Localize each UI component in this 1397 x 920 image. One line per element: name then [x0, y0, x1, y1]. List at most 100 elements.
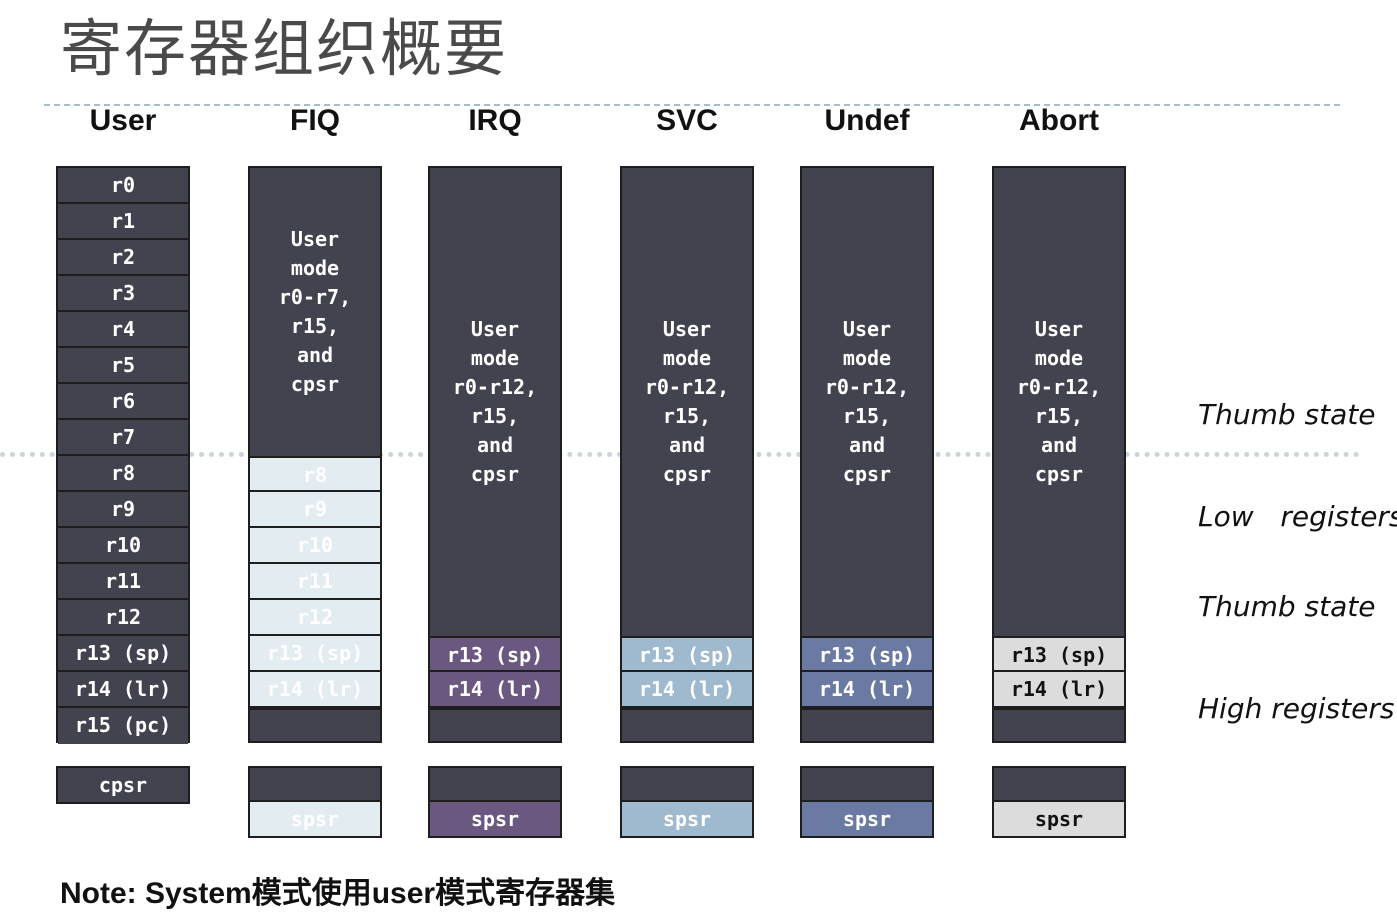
title-divider — [44, 104, 1340, 106]
register-cell: r7 — [58, 420, 188, 456]
psr-box-svc: spsr — [620, 766, 754, 838]
register-cell: r11 — [58, 564, 188, 600]
shared-pc-cell — [994, 708, 1124, 744]
banner-line: mode — [842, 346, 892, 370]
banner-line: cpsr — [842, 462, 892, 486]
banked-register-cell: r13 (sp) — [250, 636, 380, 672]
banked-register-cell: r13 (sp) — [430, 636, 560, 672]
banked-register-cell: r13 (sp) — [994, 636, 1124, 672]
register-cell: r0 — [58, 168, 188, 204]
register-cell: r2 — [58, 240, 188, 276]
system-mode-note: Note: System模式使用user模式寄存器集 — [60, 877, 616, 910]
register-cell: r6 — [58, 384, 188, 420]
cpsr-shared-cell — [250, 768, 380, 802]
mode-label-abort: Abort — [1019, 104, 1099, 137]
banked-register-cell: r14 (lr) — [802, 672, 932, 708]
page-title: 寄存器组织概要 — [60, 12, 509, 85]
cpsr-shared-cell — [622, 768, 752, 802]
thumb-high-line-1: Thumb state — [1198, 590, 1376, 623]
mode-label-irq: IRQ — [468, 104, 522, 137]
thumb-low-line-1: Thumb state — [1198, 398, 1376, 431]
psr-box-undef: spsr — [800, 766, 934, 838]
register-cell: r12 — [58, 600, 188, 636]
shared-user-registers-label: User mode r0-r7, r15, and cpsr — [250, 225, 380, 399]
register-cell: r3 — [58, 276, 188, 312]
banner-line: r15, — [842, 404, 892, 428]
register-cell: r13 (sp) — [58, 636, 188, 672]
banner-line: and — [476, 433, 514, 457]
thumb-low-registers-note: Thumb state Low registers — [1198, 330, 1397, 568]
banner-line: r0-r7, — [278, 285, 352, 309]
shared-user-registers-label: User mode r0-r12, r15, and cpsr — [802, 315, 932, 489]
banked-register-cell: r14 (lr) — [430, 672, 560, 708]
banked-register-cell: r8 — [250, 456, 380, 492]
banked-register-cell: r9 — [250, 492, 380, 528]
thumb-high-line-2: High registers — [1198, 692, 1395, 725]
shared-pc-cell — [250, 708, 380, 744]
thumb-high-registers-note: Thumb state High registers — [1198, 522, 1394, 760]
banner-line: r0-r12, — [1016, 375, 1102, 399]
spsr-cell: spsr — [802, 802, 932, 836]
banked-register-cell: r12 — [250, 600, 380, 636]
cpsr-shared-cell — [994, 768, 1124, 802]
register-cell: r10 — [58, 528, 188, 564]
register-cell: r8 — [58, 456, 188, 492]
banner-line: mode — [1034, 346, 1084, 370]
banked-register-cell: r14 (lr) — [994, 672, 1124, 708]
banner-line: User — [1034, 317, 1084, 341]
cpsr-shared-cell — [430, 768, 560, 802]
psr-box-irq: spsr — [428, 766, 562, 838]
register-cell: r5 — [58, 348, 188, 384]
mode-label-fiq: FIQ — [290, 104, 340, 137]
mode-label-undef: Undef — [824, 104, 910, 137]
banner-line: and — [296, 343, 334, 367]
banner-line: User — [842, 317, 892, 341]
banner-line: cpsr — [290, 372, 340, 396]
spsr-cell: spsr — [994, 802, 1124, 836]
banner-line: cpsr — [470, 462, 520, 486]
register-column-undef: User mode r0-r12, r15, and cpsr r13 (sp)r14 (l… — [800, 166, 934, 743]
banner-line: r15, — [470, 404, 520, 428]
psr-box-user: cpsr — [56, 766, 190, 804]
banked-register-cell: r11 — [250, 564, 380, 600]
shared-pc-cell — [430, 708, 560, 744]
shared-pc-cell — [802, 708, 932, 744]
banner-line: r0-r12, — [824, 375, 910, 399]
banner-line: r15, — [662, 404, 712, 428]
banner-line: User — [290, 227, 340, 251]
banner-line: r15, — [290, 314, 340, 338]
register-cell: r15 (pc) — [58, 708, 188, 744]
banked-register-cell: r13 (sp) — [802, 636, 932, 672]
spsr-cell: spsr — [622, 802, 752, 836]
banner-line: mode — [470, 346, 520, 370]
psr-box-fiq: spsr — [248, 766, 382, 838]
banner-line: r0-r12, — [452, 375, 538, 399]
cpsr-cell: cpsr — [98, 773, 148, 797]
mode-label-svc: SVC — [656, 104, 718, 137]
banked-register-cell: r10 — [250, 528, 380, 564]
psr-box-abort: spsr — [992, 766, 1126, 838]
spsr-cell: spsr — [250, 802, 380, 836]
shared-pc-cell — [622, 708, 752, 744]
banner-line: User — [662, 317, 712, 341]
banner-line: r15, — [1034, 404, 1084, 428]
register-cell: r1 — [58, 204, 188, 240]
register-cell: r14 (lr) — [58, 672, 188, 708]
register-cell: r9 — [58, 492, 188, 528]
banked-register-cell: r14 (lr) — [622, 672, 752, 708]
thumb-low-line-2: Low registers — [1198, 500, 1397, 533]
banner-line: mode — [662, 346, 712, 370]
banner-line: and — [668, 433, 706, 457]
banner-line: and — [848, 433, 886, 457]
banner-line: mode — [290, 256, 340, 280]
spsr-cell: spsr — [430, 802, 560, 836]
banner-line: cpsr — [662, 462, 712, 486]
